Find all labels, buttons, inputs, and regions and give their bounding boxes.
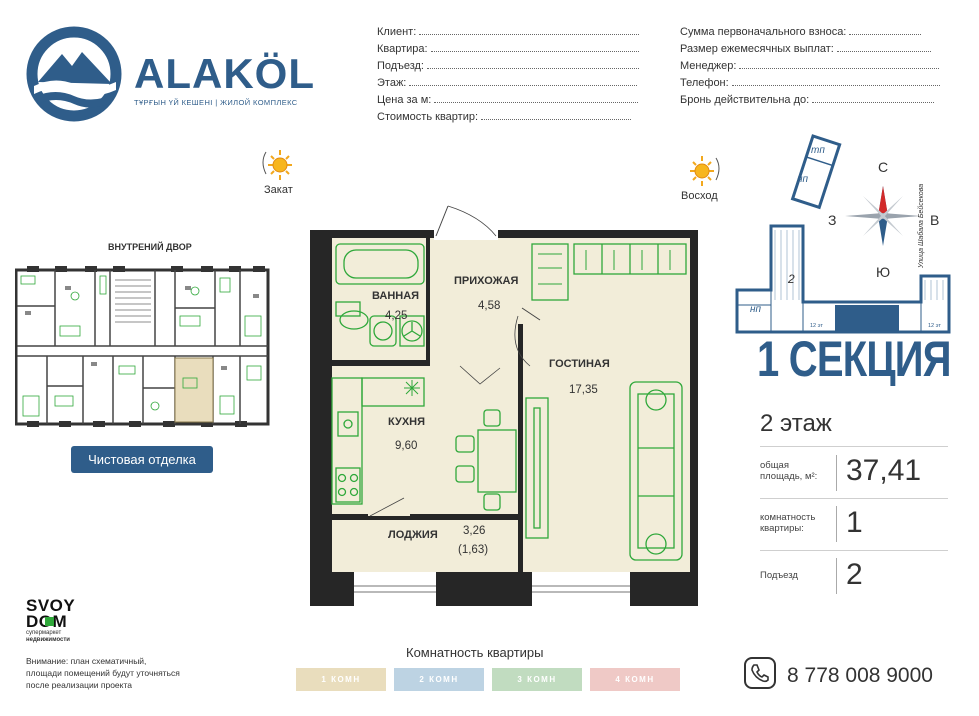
site-plan [735, 130, 971, 345]
sunrise-label: Восход [681, 190, 718, 202]
section-title: 1 СЕКЦИЯ [757, 331, 951, 387]
legend-1-room: 1 КОМН [296, 668, 386, 691]
rooms-value: 1 [846, 506, 863, 539]
brand-name: ALAKÖL [134, 50, 315, 97]
field-floor[interactable]: Этаж: [377, 76, 638, 90]
legend-3-room: 3 КОМН [492, 668, 582, 691]
field-client[interactable]: Клиент: [377, 25, 640, 39]
room-kitchen-area: 9,60 [395, 440, 418, 452]
field-total-cost[interactable]: Стоимость квартир: [377, 110, 632, 124]
entrance-label: Подъезд [760, 570, 798, 581]
site-floors-1: 12 эт [810, 323, 823, 329]
divider [760, 446, 948, 447]
contact-phone[interactable]: 8 778 008 9000 [787, 664, 933, 687]
field-apartment[interactable]: Квартира: [377, 42, 639, 56]
site-floors-2: 12 эт [928, 323, 941, 329]
site-street-label: Улица Шабала Бейсекова [918, 183, 925, 268]
compass-east: В [930, 212, 940, 228]
legend-4-room: 4 КОМН [590, 668, 680, 691]
mountain-lake-icon [26, 26, 122, 122]
legend-title: Комнатность квартиры [406, 645, 544, 660]
compass-north: С [878, 159, 889, 175]
sunset-label: Закат [264, 184, 293, 196]
field-monthly-payment[interactable]: Размер ежемесячных выплат: [680, 42, 931, 56]
room-living-area: 17,35 [569, 384, 598, 396]
room-living-name: ГОСТИНАЯ [549, 358, 610, 370]
field-manager[interactable]: Менеджер: [680, 59, 940, 73]
disclaimer-note: Внимание: план схематичный, площади поме… [26, 656, 180, 690]
brand-subtitle: ТҰРҒЫН ҮЙ КЕШЕНІ | ЖИЛОЙ КОМПЛЕКС [134, 98, 298, 107]
brand-logo [24, 24, 126, 122]
site-tp-label: тп [811, 145, 825, 156]
site-block-number: 2 [788, 272, 795, 286]
field-phone[interactable]: Телефон: [680, 76, 940, 90]
room-bath-area: 4,25 [385, 310, 408, 322]
apartment-floor-plan [300, 198, 710, 619]
room-hall-name: ПРИХОЖАЯ [454, 275, 519, 287]
entrance-value: 2 [846, 558, 863, 591]
compass-west: З [828, 212, 837, 228]
field-entrance[interactable]: Подъезд: [377, 59, 639, 73]
room-loggia-area: 3,26 [463, 525, 486, 537]
phone-icon [744, 657, 776, 689]
site-np-label-1: нп [797, 174, 809, 185]
area-value: 37,41 [846, 454, 922, 487]
finish-type-button[interactable]: Чистовая отделка [71, 446, 213, 473]
floor-mini-plan [14, 266, 270, 434]
room-bath-name: ВАННАЯ [372, 290, 420, 302]
sunset-icon [258, 148, 298, 187]
legend-2-room: 2 КОМН [394, 668, 484, 691]
room-loggia-area-reduced: (1,63) [458, 544, 489, 556]
field-reservation-until[interactable]: Бронь действительна до: [680, 93, 935, 107]
yard-label: ВНУТРЕНИЙ ДВОР [108, 242, 192, 252]
room-kitchen-name: КУХНЯ [388, 416, 426, 428]
field-price-per-m[interactable]: Цена за м: [377, 93, 639, 107]
compass-south: Ю [876, 264, 891, 280]
svoy-dom-square-icon [45, 617, 54, 626]
room-hall-area: 4,58 [478, 300, 501, 312]
site-np-label-2: нп [750, 304, 762, 315]
floor-label: 2 этаж [760, 410, 832, 437]
room-loggia-name: ЛОДЖИЯ [388, 529, 438, 541]
sunrise-icon [684, 154, 724, 193]
field-down-payment[interactable]: Сумма первоначального взноса: [680, 25, 922, 39]
